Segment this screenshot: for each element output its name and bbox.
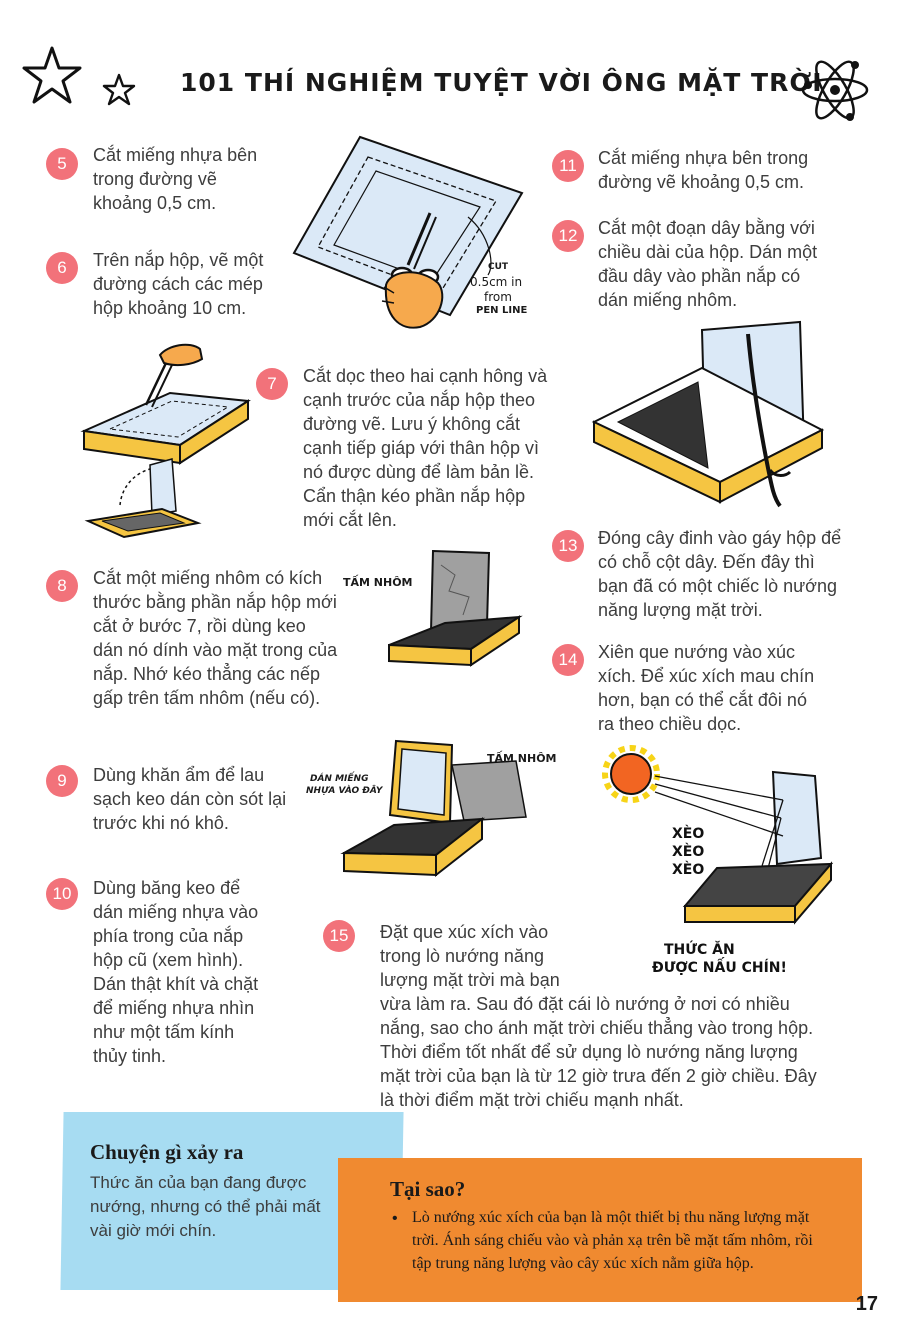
star-icon-small (102, 73, 136, 106)
cooked-label-2: ĐƯỢC NẤU CHÍN! (652, 960, 787, 976)
step-number: 15 (323, 920, 355, 952)
foil-label: TẤM NHÔM (487, 752, 557, 765)
step-text: Đóng cây đinh vào gáy hộp để có chỗ cột … (598, 528, 842, 620)
step-text: Cắt miếng nhựa bên trong đường vẽ khoảng… (93, 145, 258, 213)
step-text: Cắt miếng nhựa bên trong đường vẽ khoảng… (598, 148, 809, 192)
step-text: Dùng khăn ẩm để lau sạch keo dán còn sót… (93, 765, 287, 833)
step-text-a: Đặt que xúc xích vào trong lò nướng năng… (380, 922, 560, 990)
step-number: 8 (46, 570, 78, 602)
step-number: 6 (46, 252, 78, 284)
sun-icon (602, 745, 660, 803)
glue-label: DÁN MIẾNG (310, 774, 369, 784)
step-number: 13 (552, 530, 584, 562)
page-number: 17 (855, 1293, 878, 1315)
string-box-illustration (591, 320, 825, 508)
step-number: 11 (552, 150, 584, 182)
cut-from-label: from (484, 290, 512, 304)
what-happens-text: Thức ăn của bạn đang được nướng, nhưng c… (90, 1173, 321, 1240)
atom-icon (801, 60, 869, 121)
step-text-b: vừa làm ra. Sau đó đặt cái lò nướng ở nơ… (380, 994, 817, 1110)
star-icon-large (22, 46, 82, 104)
step-number: 7 (256, 368, 288, 400)
step-number: 14 (552, 644, 584, 676)
pen-line-label: PEN LINE (476, 305, 528, 316)
sizzle-label: XÈO (672, 862, 705, 878)
cooked-label: THỨC ĂN (664, 942, 735, 958)
plastic-glued-illustration (340, 739, 527, 878)
step-number: 12 (552, 220, 584, 252)
what-happens-title: Chuyện gì xảy ra (90, 1140, 244, 1164)
cut-size-label: 0.5cm in (470, 275, 523, 289)
page-title: 101 THÍ NGHIỆM TUYỆT VỜI ÔNG MẶT TRỜI (180, 68, 823, 97)
step-text: Cắt dọc theo hai cạnh hông và cạnh trước… (303, 366, 548, 530)
step-number: 5 (46, 148, 78, 180)
step-text: Trên nắp hộp, vẽ một đường cách các mép … (93, 250, 264, 318)
sizzle-label: XÈO (672, 826, 705, 842)
sun-cooking-illustration (602, 745, 834, 925)
why-box (338, 1158, 862, 1302)
cut-label: CUT (488, 262, 509, 272)
foil-box-illustration (388, 549, 523, 667)
glue-label-2: NHỰA VÀO ĐÂY (306, 786, 383, 796)
step-number: 9 (46, 765, 78, 797)
why-bullet: • (392, 1210, 398, 1227)
cut-lid-illustration (80, 343, 251, 539)
why-text: Lò nướng xúc xích của bạn là một thiết b… (412, 1209, 813, 1272)
step-text: Cắt một miếng nhôm có kích thước bằng ph… (93, 568, 338, 708)
sizzle-label: XÈO (672, 844, 705, 860)
step-number: 10 (46, 878, 78, 910)
why-title: Tại sao? (390, 1177, 466, 1201)
step-text: Cắt một đoạn dây bằng với chiều dài của … (598, 218, 818, 310)
step-text: Dùng băng keo để dán miếng nhựa vào phía… (93, 878, 259, 1066)
foil-label: TẤM NHÔM (343, 576, 413, 589)
hand-icon (381, 271, 444, 329)
step-text: Xiên que nướng vào xúc xích. Để xúc xích… (598, 642, 815, 734)
cut-plastic-illustration (292, 135, 524, 329)
